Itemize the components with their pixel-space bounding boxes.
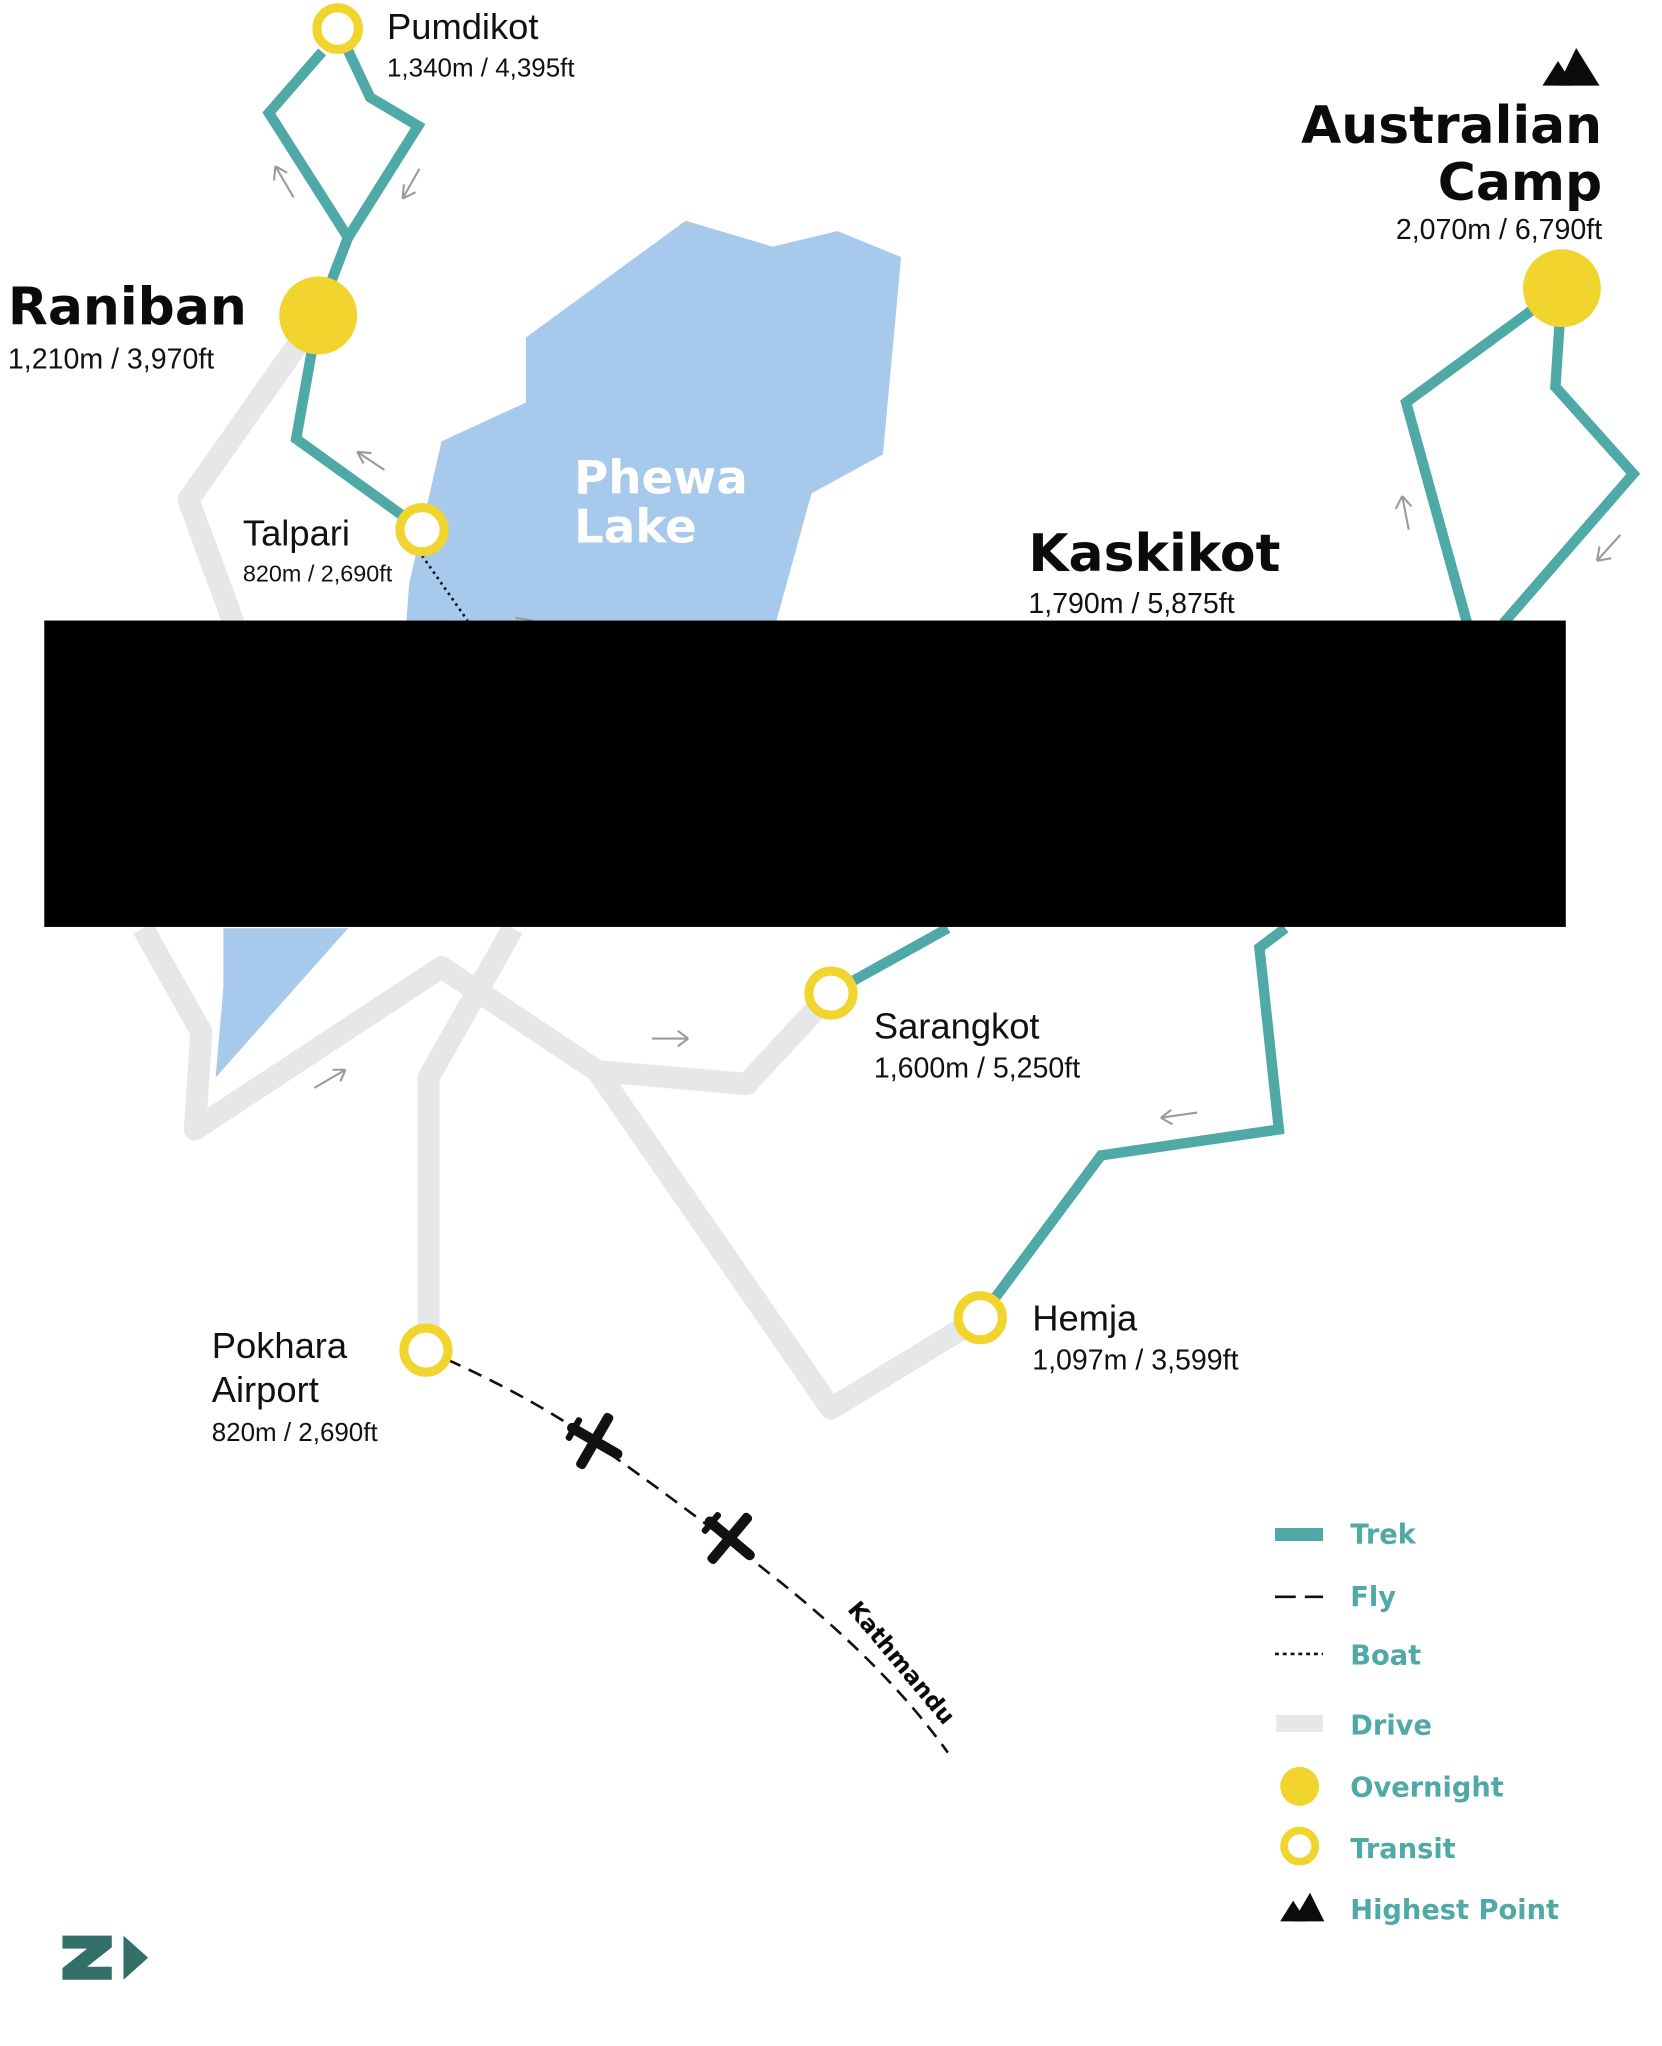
sarangkot-transit-node[interactable]	[804, 966, 858, 1020]
direction-arrows	[273, 165, 1622, 1126]
kathmandu-label: Kathmandu	[842, 1596, 961, 1730]
trek-routes	[262, 26, 1641, 1321]
pokhara-airport-name-1: Pokhara	[212, 1325, 348, 1366]
lake-label-1: Phewa	[574, 451, 748, 505]
talpari-name: Talpari	[243, 512, 350, 553]
kaskikot-name: Kaskikot	[1028, 524, 1280, 584]
australian-camp-alt: 2,070m / 6,790ft	[1396, 214, 1602, 246]
airplane-icon	[701, 1511, 755, 1565]
pumdikot-name: Pumdikot	[387, 6, 539, 47]
fly-route	[425, 1348, 949, 1754]
australian-camp-name-1: Australian	[1301, 96, 1602, 156]
legend-transit: Transit	[1350, 1834, 1455, 1865]
hemja-alt: 1,097m / 3,599ft	[1032, 1345, 1238, 1377]
legend-boat: Boat	[1350, 1640, 1421, 1671]
talpari-transit-node[interactable]	[395, 503, 449, 557]
lake-label-2: Lake	[574, 501, 697, 555]
kaskikot-alt: 1,790m / 5,875ft	[1028, 588, 1234, 620]
phewa-lake	[406, 220, 902, 621]
brand-logo	[62, 1935, 149, 1980]
legend-highest-point: Highest Point	[1350, 1895, 1559, 1926]
pokhara-airport-name-2: Airport	[212, 1369, 319, 1410]
hemja-name: Hemja	[1032, 1298, 1138, 1339]
legend-trek-swatch	[1274, 1528, 1324, 1541]
highest-point-icon	[1542, 48, 1600, 86]
pokhara-airport-transit-node[interactable]	[399, 1323, 453, 1377]
australian-camp-overnight-node[interactable]	[1522, 249, 1601, 328]
raniban-alt: 1,210m / 3,970ft	[8, 344, 214, 376]
phewa-lake-south	[215, 928, 349, 1078]
legend: Trek Fly Boat Drive Overnight Transit Hi…	[1274, 1520, 1559, 1926]
pumdikot-transit-node[interactable]	[312, 3, 363, 54]
raniban-overnight-node[interactable]	[279, 276, 358, 355]
talpari-alt: 820m / 2,690ft	[243, 561, 393, 587]
sarangkot-name: Sarangkot	[874, 1006, 1040, 1047]
pumdikot-alt: 1,340m / 4,395ft	[387, 53, 575, 83]
sarangkot-alt: 1,600m / 5,250ft	[874, 1053, 1080, 1085]
legend-drive-swatch	[1276, 1714, 1324, 1732]
redaction-block	[44, 620, 1566, 927]
drive-routes	[133, 309, 987, 1420]
hemja-transit-node[interactable]	[953, 1291, 1007, 1345]
airplane-icon	[565, 1412, 623, 1470]
boat-route	[420, 554, 469, 622]
legend-overnight: Overnight	[1350, 1773, 1504, 1804]
australian-camp-name-2: Camp	[1438, 153, 1602, 213]
pokhara-airport-alt: 820m / 2,690ft	[212, 1417, 379, 1447]
legend-transit-swatch	[1280, 1826, 1320, 1866]
legend-fly: Fly	[1350, 1582, 1396, 1613]
legend-highest-point-icon	[1280, 1892, 1325, 1922]
legend-overnight-swatch	[1280, 1766, 1320, 1806]
raniban-name: Raniban	[8, 278, 247, 338]
legend-drive: Drive	[1350, 1710, 1432, 1741]
legend-trek: Trek	[1350, 1520, 1417, 1551]
